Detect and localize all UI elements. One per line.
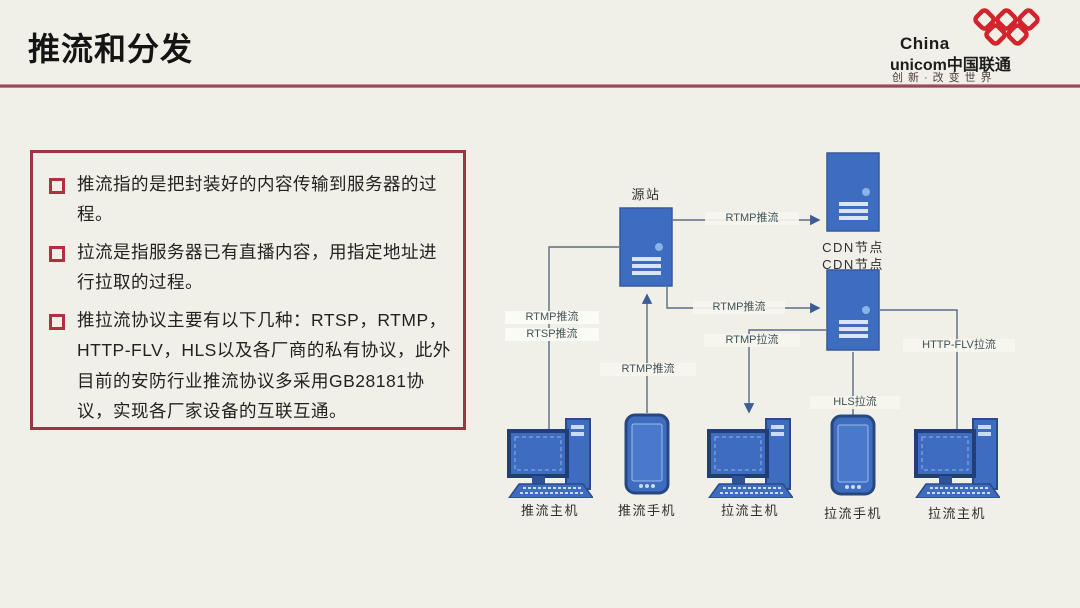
edge-label-cdn2-pull-host1: RTMP拉流 (704, 334, 800, 347)
page-title: 推流和分发 (28, 31, 194, 67)
content-box: 推流指的是把封装好的内容传输到服务器的过程。 拉流是指服务器已有直播内容，用指定… (30, 150, 466, 430)
edge-label-push-phone: RTMP推流 (600, 363, 696, 376)
edge-label-origin-to-cdn2: RTMP推流 (693, 301, 785, 314)
edge-label-origin-to-cdn1: RTMP推流 (705, 212, 799, 225)
logo-brand-top: China (900, 34, 950, 53)
square-bullet-icon (49, 246, 65, 263)
square-bullet-icon (49, 314, 65, 331)
edge-label-push-host-2: RTSP推流 (505, 328, 599, 341)
bullet-text: 推流指的是把封装好的内容传输到服务器的过程。 (77, 174, 437, 225)
edge-label-push-host-1: RTMP推流 (505, 311, 599, 324)
node-pull-host-2 (914, 418, 1002, 503)
node-cdn1-server (826, 152, 880, 237)
node-cdn2-server (826, 269, 880, 356)
edge-cdn2-to-pullhost2 (880, 309, 958, 429)
node-label-pull-host-2: 拉流主机 (927, 506, 986, 521)
node-push-phone (624, 413, 670, 500)
server-icon (826, 269, 880, 351)
unicom-knot-icon (973, 8, 1040, 46)
desktop-icon (707, 418, 795, 499)
header-divider-line (0, 84, 1080, 88)
bullet-text: 推拉流协议主要有以下几种：RTSP，RTMP，HTTP-FLV，HLS以及各厂商… (77, 310, 451, 421)
server-icon (826, 152, 880, 232)
desktop-icon (507, 418, 595, 499)
bullet-text: 拉流是指服务器已有直播内容，用指定地址进行拉取的过程。 (77, 242, 437, 293)
node-pull-phone (830, 414, 876, 501)
china-unicom-logo: China unicom中国联通 创新·改变世界 (880, 0, 1080, 84)
node-label-pull-host-1: 拉流主机 (720, 503, 779, 518)
node-label-push-phone: 推流手机 (617, 503, 676, 518)
edge-label-cdn2-pull-phone: HLS拉流 (810, 396, 900, 409)
node-label-cdn2: CDN节点 (822, 257, 884, 272)
desktop-icon (914, 418, 1002, 499)
phone-icon (830, 414, 876, 496)
bullet-item: 拉流是指服务器已有直播内容，用指定地址进行拉取的过程。 (47, 237, 451, 297)
edge-pushhost-to-origin (548, 246, 619, 430)
node-origin-server (619, 207, 673, 292)
edge-cdn2-to-pullhost1 (743, 329, 826, 414)
node-label-push-host: 推流主机 (520, 503, 579, 518)
square-bullet-icon (49, 178, 65, 194)
logo-brand-bottom: unicom中国联通 (890, 57, 1011, 74)
node-push-host (507, 418, 595, 503)
bullet-item: 推流指的是把封装好的内容传输到服务器的过程。 (47, 169, 451, 229)
edge-label-cdn2-pull-host2: HTTP-FLV拉流 (903, 339, 1015, 352)
node-label-origin: 源站 (631, 187, 661, 202)
node-pull-host-1 (707, 418, 795, 503)
phone-icon (624, 413, 670, 495)
bullet-item: 推拉流协议主要有以下几种：RTSP，RTMP，HTTP-FLV，HLS以及各厂商… (47, 305, 451, 425)
node-label-pull-phone: 拉流手机 (823, 506, 882, 521)
node-label-cdn1: CDN节点 (822, 240, 884, 255)
logo-tagline: 创新·改变世界 (892, 72, 997, 84)
server-icon (619, 207, 673, 287)
